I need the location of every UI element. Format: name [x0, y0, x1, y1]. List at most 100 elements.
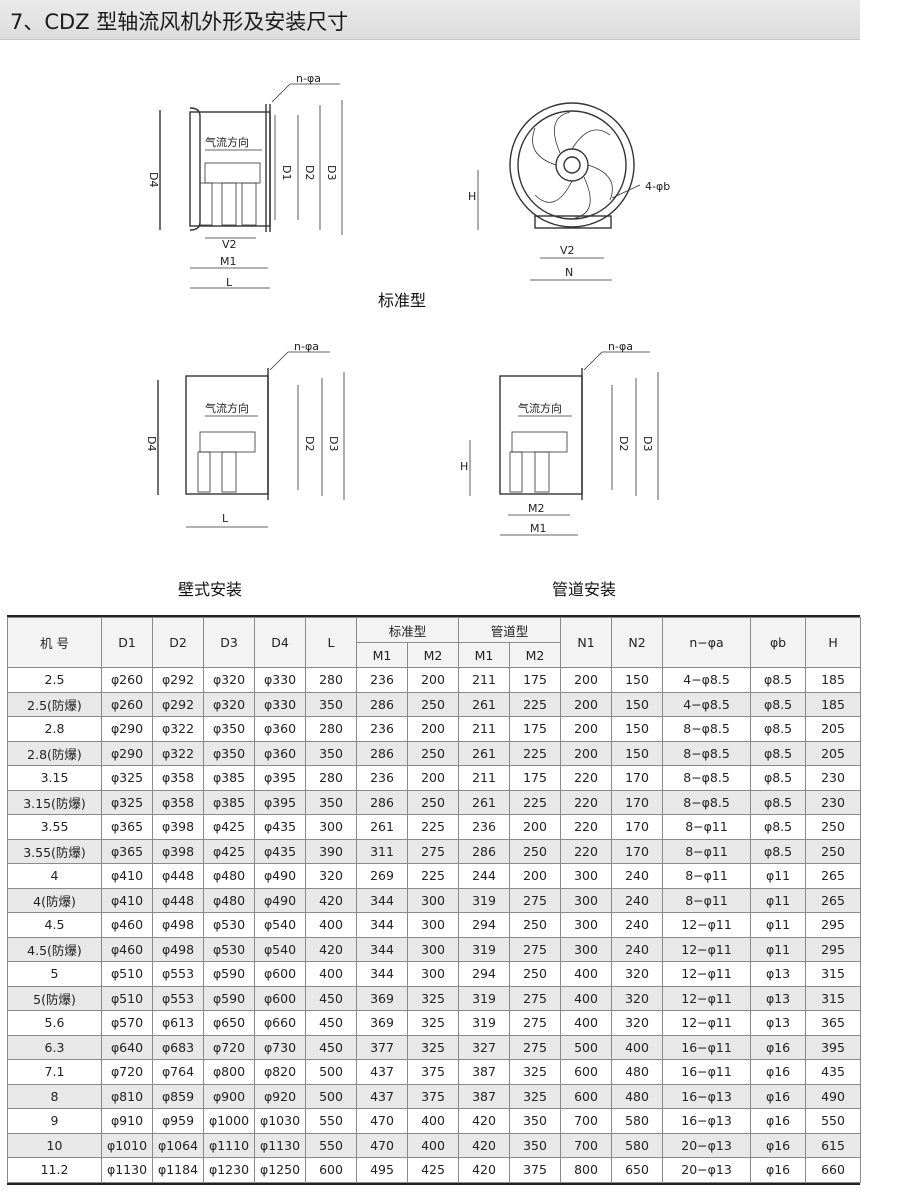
header-d2: D2	[152, 617, 204, 668]
table-cell: 275	[509, 936, 562, 962]
header-d4: D4	[254, 617, 306, 668]
table-cell: 150	[611, 667, 664, 693]
table-cell: 325	[406, 1010, 460, 1036]
table-cell: 265	[805, 863, 862, 889]
table-cell: 16−φ13	[662, 1108, 752, 1134]
table-cell: 320	[611, 1010, 664, 1036]
label-n: N	[565, 266, 573, 279]
table-cell: 185	[805, 667, 862, 693]
table-cell: 300	[560, 863, 613, 889]
label-wall-d4: D4	[145, 436, 158, 451]
table-cell: φ435	[254, 838, 306, 864]
table-cell: φ959	[152, 1108, 204, 1134]
table-cell: 5.6	[7, 1010, 102, 1036]
table-cell: φ13	[750, 1010, 807, 1036]
table-cell: 294	[458, 961, 511, 987]
table-cell: 387	[458, 1083, 511, 1109]
table-cell: φ358	[152, 789, 204, 815]
table-cell: 175	[509, 667, 562, 693]
table-cell: 200	[560, 716, 613, 742]
table-cell: 580	[611, 1132, 664, 1158]
table-cell: 250	[509, 961, 562, 987]
table-cell: 200	[560, 740, 613, 766]
table-cell: φ600	[254, 961, 306, 987]
table-cell: φ8.5	[750, 691, 807, 717]
table-cell: 275	[509, 887, 562, 913]
table-cell: φ553	[152, 985, 204, 1011]
label-wall-n-phi-a: n-φa	[294, 340, 319, 353]
table-cell: 16−φ11	[662, 1059, 752, 1085]
table-cell: 2.5	[7, 667, 102, 693]
table-cell: 319	[458, 1010, 511, 1036]
table-cell: φ330	[254, 667, 306, 693]
table-cell: 500	[305, 1059, 357, 1085]
header-phi-b: φb	[750, 617, 807, 668]
table-cell: 300	[406, 887, 460, 913]
table-cell: φ360	[254, 716, 306, 742]
table-cell: 300	[406, 912, 460, 938]
table-cell: φ325	[101, 789, 153, 815]
table-cell: φ570	[101, 1010, 153, 1036]
table-cell: φ490	[254, 887, 306, 913]
table-cell: 12−φ11	[662, 936, 752, 962]
table-cell: 286	[458, 838, 511, 864]
table-cell: 395	[805, 1034, 862, 1060]
table-cell: φ11	[750, 936, 807, 962]
table-cell: φ720	[203, 1034, 255, 1060]
table-cell: φ330	[254, 691, 306, 717]
table-cell: 4	[7, 863, 102, 889]
table-cell: 4(防爆)	[7, 887, 102, 913]
table-cell: 11.2	[7, 1157, 102, 1183]
table-cell: 240	[611, 863, 664, 889]
table-cell: φ8.5	[750, 740, 807, 766]
table-cell: φ16	[750, 1059, 807, 1085]
table-cell: φ395	[254, 789, 306, 815]
table-cell: 150	[611, 740, 664, 766]
label-d2: D2	[303, 165, 316, 180]
label-duct-m1: M1	[530, 522, 547, 535]
table-cell: 250	[805, 838, 862, 864]
header-n1: N1	[560, 617, 613, 668]
table-cell: 325	[406, 985, 460, 1011]
table-cell: 550	[805, 1108, 862, 1134]
table-cell: 170	[611, 814, 664, 840]
table-cell: 369	[356, 985, 408, 1011]
table-cell: 375	[406, 1059, 460, 1085]
table-cell: 295	[805, 936, 862, 962]
table-cell: φ11	[750, 887, 807, 913]
table-cell: 4−φ8.5	[662, 667, 752, 693]
label-duct-n-phi-a: n-φa	[608, 340, 633, 353]
table-cell: 7.1	[7, 1059, 102, 1085]
table-cell: φ800	[203, 1059, 255, 1085]
table-cell: 660	[805, 1157, 862, 1183]
label-d4: D4	[147, 172, 160, 187]
table-cell: 275	[509, 1010, 562, 1036]
caption-duct: 管道安装	[552, 580, 617, 599]
table-cell: 240	[611, 887, 664, 913]
table-cell: φ16	[750, 1108, 807, 1134]
table-cell: 550	[305, 1132, 357, 1158]
table-cell: 320	[305, 863, 357, 889]
table-cell: 250	[406, 789, 460, 815]
table-cell: 244	[458, 863, 511, 889]
table-cell: 10	[7, 1132, 102, 1158]
table-cell: 286	[356, 740, 408, 766]
header-n-phi-a: n−φa	[662, 617, 752, 668]
table-cell: 800	[560, 1157, 613, 1183]
table-cell: φ510	[101, 961, 153, 987]
table-cell: 286	[356, 789, 408, 815]
table-cell: φ16	[750, 1132, 807, 1158]
table-cell: φ11	[750, 912, 807, 938]
table-cell: 12−φ11	[662, 985, 752, 1011]
label-wall-d2: D2	[303, 436, 316, 451]
table-cell: φ498	[152, 912, 204, 938]
table-cell: 495	[356, 1157, 408, 1183]
